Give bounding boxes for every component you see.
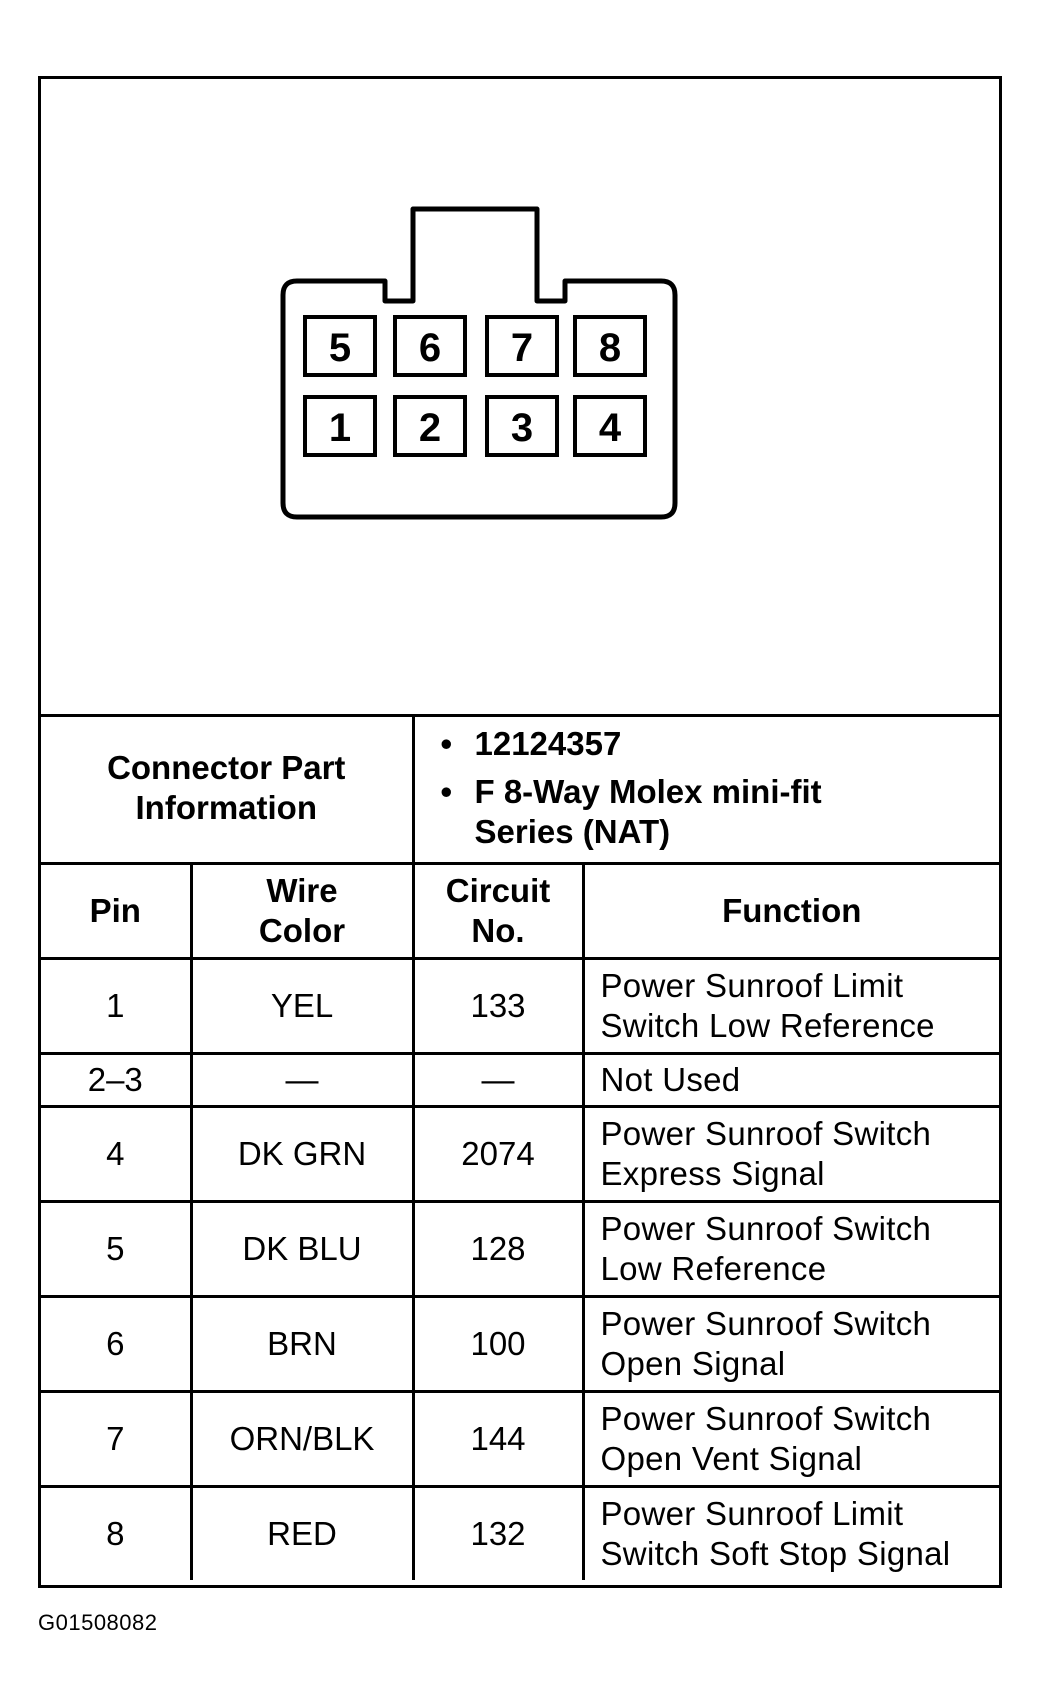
pin-cavity-7 [485, 315, 559, 377]
pin-number-6: 6 [419, 326, 441, 370]
table-header-row: Pin Wire Color Circuit No. Function [41, 862, 1000, 960]
function-line1: Power Sunroof Switch [600, 1210, 932, 1247]
pin-number-7: 7 [511, 326, 533, 370]
connector-diagram-area: 5 6 7 8 1 2 3 4 [41, 79, 999, 717]
pin-cell: 1 [41, 958, 193, 1055]
bullet-icon: • [440, 773, 453, 810]
pin-number-4: 4 [599, 406, 622, 450]
function-line1: Power Sunroof Switch [600, 1115, 932, 1152]
pin-cavity-6 [393, 315, 467, 377]
pin-cell: 2–3 [41, 1052, 193, 1108]
part-info-label: Connector Part Information [41, 714, 415, 865]
header-circuit-line1: Circuit [445, 872, 551, 909]
pin-number-2: 2 [419, 406, 441, 450]
pin-cavity-4 [573, 395, 647, 457]
circuit-cell: 133 [411, 958, 585, 1055]
wire-color-cell: ORN/BLK [189, 1390, 415, 1488]
connector-face-diagram: 5 6 7 8 1 2 3 4 [280, 206, 678, 520]
header-wire-line2: Color [258, 912, 346, 949]
function-line2: Open Signal [600, 1345, 786, 1382]
part-info-label-line1: Connector Part [107, 749, 346, 786]
function-line2: Open Vent Signal [600, 1440, 863, 1477]
pin-number-5: 5 [329, 326, 351, 370]
part-series: Series (NAT) [474, 813, 671, 850]
wire-color-cell: DK BLU [189, 1200, 415, 1298]
wire-color-cell: DK GRN [189, 1105, 415, 1203]
function-line2: Express Signal [600, 1155, 825, 1192]
header-circuit-line2: No. [471, 912, 525, 949]
part-info-row: Connector Part Information • 12124357 • F … [41, 714, 1000, 865]
pin-cavity-1 [303, 395, 377, 457]
pin-cavity-3 [485, 395, 559, 457]
pin-cavity-5 [303, 315, 377, 377]
part-series-item: Series (NAT) [475, 812, 1000, 852]
connector-pin-table: Connector Part Information • 12124357 • F … [41, 714, 1000, 1580]
figure-code: G01508082 [38, 1610, 158, 1635]
pin-cavity-2 [393, 395, 467, 457]
pin-number-1: 1 [329, 406, 351, 450]
part-number: 12124357 [474, 725, 622, 762]
circuit-cell: 100 [411, 1295, 585, 1393]
circuit-cell: 2074 [411, 1105, 585, 1203]
header-function: Function [581, 862, 1000, 960]
function-line1: Power Sunroof Switch [600, 1305, 932, 1342]
pin-cell: 4 [41, 1105, 193, 1203]
header-wire-line1: Wire [266, 872, 338, 909]
function-line1: Not Used [600, 1061, 741, 1098]
circuit-cell: 128 [411, 1200, 585, 1298]
connector-outline [280, 206, 678, 520]
wire-color-cell: YEL [189, 958, 415, 1055]
part-description: F 8-Way Molex mini-fit [474, 773, 822, 810]
circuit-cell: 132 [411, 1485, 585, 1580]
part-description-item: • F 8-Way Molex mini-fit [441, 772, 1000, 812]
table-row: 2–3——Not Used [41, 1052, 1000, 1108]
pin-number-8: 8 [599, 326, 621, 370]
wire-color-cell: BRN [189, 1295, 415, 1393]
wire-color-cell: RED [189, 1485, 415, 1580]
pin-number-3: 3 [511, 406, 533, 450]
pin-cell: 5 [41, 1200, 193, 1298]
part-info-values: • 12124357 • F 8-Way Molex mini-fit Series… [411, 714, 1000, 865]
header-wire-color: Wire Color [189, 862, 415, 960]
function-cell: Not Used [581, 1052, 1000, 1108]
function-line2: Low Reference [600, 1250, 827, 1287]
wire-color-cell: — [189, 1052, 415, 1108]
circuit-cell: — [411, 1052, 585, 1108]
function-line2: Switch Soft Stop Signal [600, 1535, 951, 1572]
part-info-label-line2: Information [135, 789, 317, 826]
function-line1: Power Sunroof Switch [600, 1400, 932, 1437]
function-line1: Power Sunroof Limit [600, 1495, 904, 1532]
function-line2: Switch Low Reference [600, 1007, 935, 1044]
pin-cell: 6 [41, 1295, 193, 1393]
function-line1: Power Sunroof Limit [600, 967, 904, 1004]
pin-cell: 8 [41, 1485, 193, 1580]
pin-cavity-8 [573, 315, 647, 377]
pin-cell: 7 [41, 1390, 193, 1488]
header-pin: Pin [41, 862, 193, 960]
bullet-icon: • [440, 725, 453, 762]
circuit-cell: 144 [411, 1390, 585, 1488]
header-circuit-no: Circuit No. [411, 862, 585, 960]
part-number-item: • 12124357 [441, 724, 1000, 764]
